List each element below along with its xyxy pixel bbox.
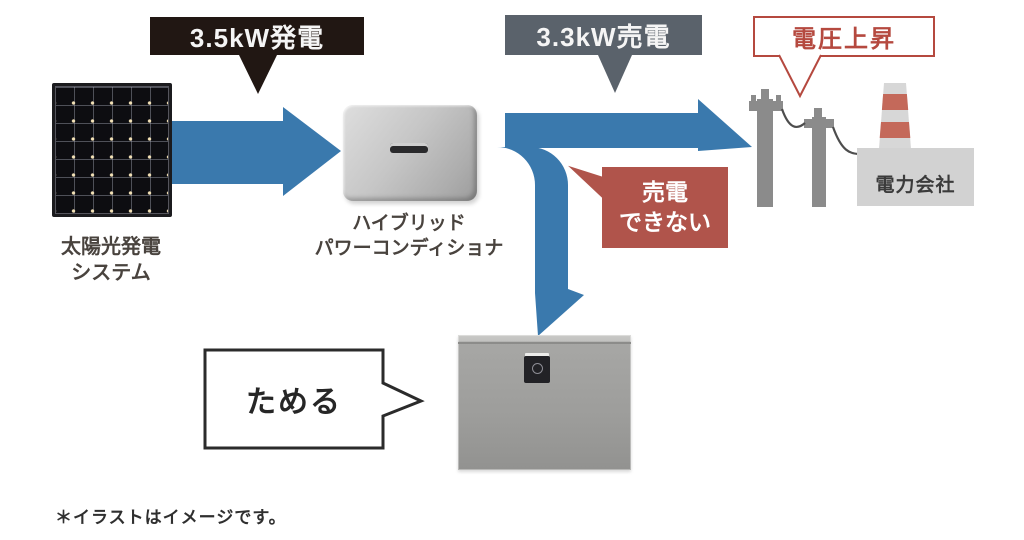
power-conditioner-label-line1: ハイブリッド [352, 213, 466, 234]
power-conditioner-vent [390, 143, 428, 153]
solar-system-label-line2: システム [71, 262, 151, 285]
callout-cannot-sell-line2: できない [619, 208, 711, 235]
solar-panel-illustration [52, 83, 172, 217]
power-conditioner-label: ハイブリッド パワーコンディショナ [303, 211, 515, 261]
footnote: ＊イラストはイメージです。 [55, 508, 287, 527]
callout-generation-text: 3.5kW発電 [189, 22, 325, 53]
power-line-1 [780, 108, 806, 129]
callout-voltage-rise: 電圧上昇 [753, 16, 935, 57]
callout-cannot-sell-line1: 売電 [642, 178, 688, 205]
power-line-2 [831, 126, 859, 156]
chimney [879, 83, 911, 149]
solar-system-label-line1: 太陽光発電 [61, 236, 161, 258]
arrow-conditioner-to-battery [495, 147, 584, 336]
callout-cannot-sell: 売電 できない [568, 165, 728, 248]
battery-top-seam [458, 342, 631, 344]
callout-sell: 3.3kW売電 [505, 15, 702, 93]
arrow-solar-to-conditioner [172, 107, 341, 196]
callout-generation: 3.5kW発電 [150, 17, 364, 94]
power-conditioner-illustration [343, 105, 477, 201]
power-company-building: 電力会社 [857, 148, 974, 206]
utility-pole-1 [749, 89, 783, 207]
battery-control-panel [524, 356, 550, 383]
arrow-conditioner-to-grid [505, 99, 752, 151]
callout-sell-text: 3.3kW売電 [536, 21, 671, 52]
callout-voltage-rise-text: 電圧上昇 [792, 26, 896, 53]
callout-store-text: ためる [246, 386, 342, 419]
power-company-label: 電力会社 [875, 175, 956, 196]
storage-battery-illustration [458, 335, 631, 470]
utility-pole-2 [804, 108, 834, 207]
power-conditioner-label-line2: パワーコンディショナ [314, 238, 504, 260]
solar-system-label: 太陽光発電 システム [16, 234, 206, 287]
